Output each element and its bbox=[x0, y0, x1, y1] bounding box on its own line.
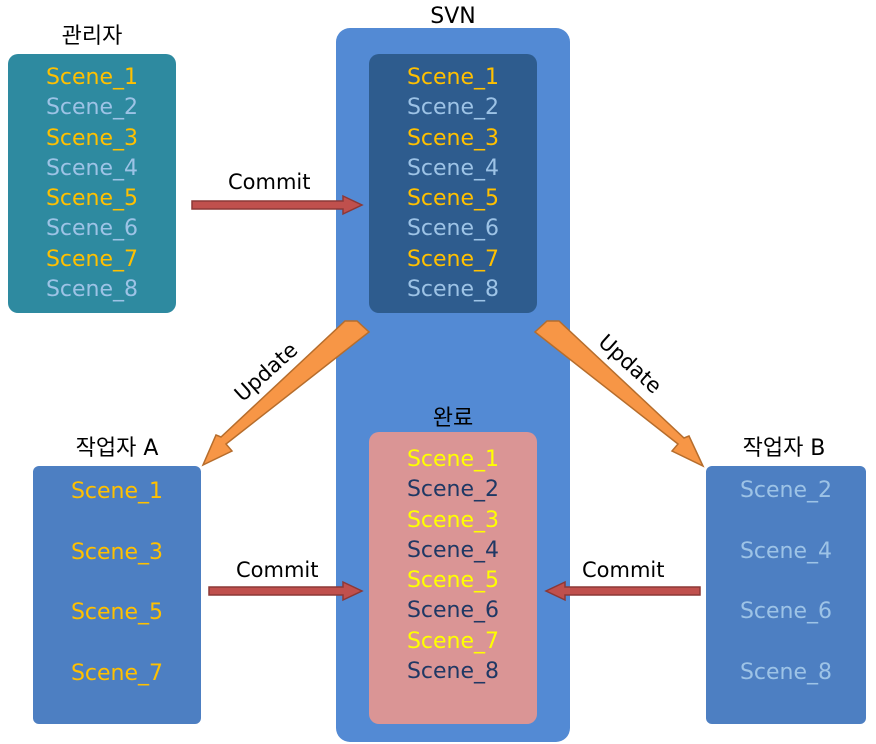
worker-b-scene-list: Scene_2 Scene_4 Scene_6 Scene_8 bbox=[706, 461, 866, 703]
done-scene-3: Scene_3 bbox=[406, 507, 500, 533]
worker-a-scene-3: Scene_3 bbox=[70, 539, 164, 565]
admin-scene-6: Scene_6 bbox=[45, 216, 139, 242]
admin-scene-list: Scene_1 Scene_2 Scene_3 Scene_4 Scene_5 … bbox=[8, 63, 176, 305]
svn-scene-8: Scene_8 bbox=[406, 277, 500, 303]
svn-scene-2: Scene_2 bbox=[406, 95, 500, 121]
done-scene-4: Scene_4 bbox=[406, 537, 500, 563]
done-scene-8: Scene_8 bbox=[406, 659, 500, 685]
done-scene-5: Scene_5 bbox=[406, 568, 500, 594]
admin-scene-3: Scene_3 bbox=[45, 125, 139, 151]
worker-b-scene-8: Scene_8 bbox=[739, 659, 833, 685]
admin-box: Scene_1 Scene_2 Scene_3 Scene_4 Scene_5 … bbox=[8, 54, 176, 313]
admin-scene-5: Scene_5 bbox=[45, 186, 139, 212]
done-scene-7: Scene_7 bbox=[406, 628, 500, 654]
admin-title: 관리자 bbox=[61, 24, 123, 49]
admin-scene-4: Scene_4 bbox=[45, 155, 139, 181]
worker-a-box: Scene_1 Scene_3 Scene_5 Scene_7 bbox=[33, 466, 201, 724]
svn-scene-5: Scene_5 bbox=[406, 186, 500, 212]
commit-label-left: Commit bbox=[236, 558, 319, 582]
admin-scene-2: Scene_2 bbox=[45, 95, 139, 121]
svn-scene-1: Scene_1 bbox=[406, 65, 500, 90]
done-title: 완료 bbox=[432, 406, 474, 431]
done-scene-list: Scene_1 Scene_2 Scene_3 Scene_4 Scene_5 … bbox=[369, 445, 537, 687]
worker-b-scene-2: Scene_2 bbox=[739, 478, 833, 503]
done-scene-1: Scene_1 bbox=[406, 447, 500, 472]
commit-arrow-admin-to-svn bbox=[191, 194, 364, 216]
update-arrow-svn-to-worker-b bbox=[533, 320, 705, 468]
update-arrow-svn-to-worker-a bbox=[201, 320, 371, 467]
admin-scene-8: Scene_8 bbox=[45, 277, 139, 303]
commit-arrow-worker-a-to-done bbox=[208, 580, 364, 602]
commit-arrow-worker-b-to-done bbox=[544, 580, 701, 602]
worker-a-scene-list: Scene_1 Scene_3 Scene_5 Scene_7 bbox=[33, 462, 201, 704]
done-scene-6: Scene_6 bbox=[406, 598, 500, 624]
worker-a-scene-7: Scene_7 bbox=[70, 660, 164, 686]
worker-a-scene-5: Scene_5 bbox=[70, 600, 164, 625]
admin-scene-1: Scene_1 bbox=[45, 65, 139, 90]
commit-label-top: Commit bbox=[228, 170, 311, 194]
worker-b-scene-4: Scene_4 bbox=[739, 538, 833, 564]
commit-label-right: Commit bbox=[582, 558, 665, 582]
worker-b-scene-6: Scene_6 bbox=[739, 599, 833, 624]
svn-scene-7: Scene_7 bbox=[406, 246, 500, 272]
svn-scene-list: Scene_1 Scene_2 Scene_3 Scene_4 Scene_5 … bbox=[369, 63, 537, 305]
svn-scene-4: Scene_4 bbox=[406, 155, 500, 181]
worker-b-title: 작업자 B bbox=[742, 436, 826, 461]
svn-scene-6: Scene_6 bbox=[406, 216, 500, 242]
svn-title: SVN bbox=[430, 4, 476, 29]
worker-b-box: Scene_2 Scene_4 Scene_6 Scene_8 bbox=[706, 466, 866, 724]
done-box: Scene_1 Scene_2 Scene_3 Scene_4 Scene_5 … bbox=[369, 432, 537, 724]
worker-a-title: 작업자 A bbox=[75, 436, 159, 461]
admin-scene-7: Scene_7 bbox=[45, 246, 139, 272]
done-scene-2: Scene_2 bbox=[406, 477, 500, 503]
svn-scene-3: Scene_3 bbox=[406, 125, 500, 151]
svn-repository-box: Scene_1 Scene_2 Scene_3 Scene_4 Scene_5 … bbox=[369, 54, 537, 313]
worker-a-scene-1: Scene_1 bbox=[70, 479, 164, 504]
